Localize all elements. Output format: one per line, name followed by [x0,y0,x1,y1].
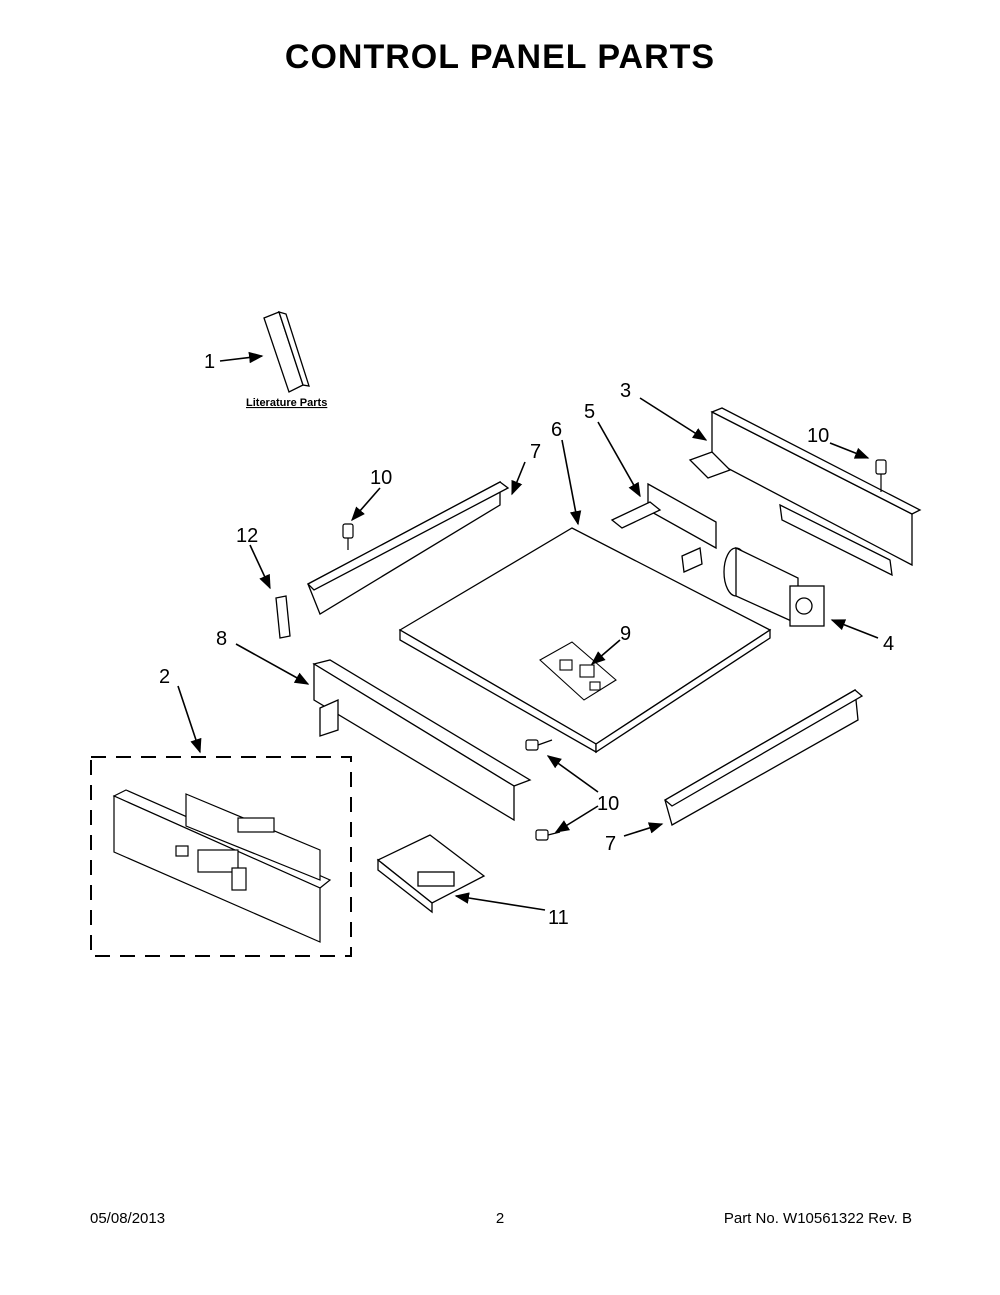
small-bracket-part [610,482,717,573]
side-rail-upper-part [306,480,510,615]
callout-10-rail: 10 [370,467,392,489]
control-panel-group-box [90,756,352,957]
callout-7-upper: 7 [530,441,541,463]
callout-10-front: 10 [597,793,619,815]
callout-4: 4 [883,633,894,655]
rear-bracket-part [688,407,922,577]
callout-7-lower: 7 [605,833,616,855]
callout-5: 5 [584,401,595,423]
callout-2: 2 [159,666,170,688]
side-rail-lower-part [663,688,864,826]
control-module-part [376,834,486,914]
callout-11: 11 [548,907,569,929]
control-panel-assembly-part [112,789,332,943]
literature-booklet-part [263,311,310,393]
callout-1: 1 [204,351,215,373]
literature-parts-label: Literature Parts [246,397,327,409]
footer-page-number: 2 [495,1210,505,1227]
callout-12: 12 [236,525,258,547]
circuit-board-part [539,641,617,701]
callout-3: 3 [620,380,631,402]
callout-6: 6 [551,419,562,441]
footer-part-number: Part No. W10561322 Rev. B [723,1210,912,1227]
blower-motor-part [723,546,825,627]
footer-date: 05/08/2013 [90,1210,166,1227]
base-plate-part [398,527,772,754]
callout-9: 9 [620,623,631,645]
small-strip-part [275,595,291,639]
front-rail-part [312,659,532,822]
page-title: CONTROL PANEL PARTS [284,38,716,76]
callout-8: 8 [216,628,227,650]
callout-10-rear: 10 [807,425,829,447]
callout-arrows [177,351,879,911]
